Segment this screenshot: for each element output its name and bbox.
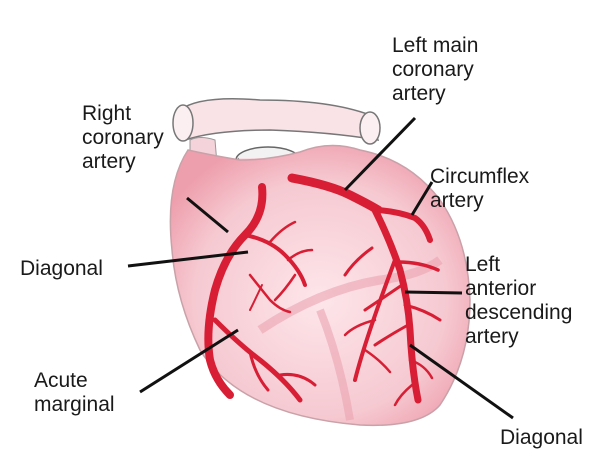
leader-lines <box>127 116 514 420</box>
label-diagonal-left: Diagonal <box>20 257 103 280</box>
leader-right-coronary <box>186 196 229 234</box>
coronary-arteries <box>204 173 442 407</box>
leader-diagonal-left <box>127 250 249 268</box>
lad-artery <box>371 206 422 404</box>
leader-acute-marginal <box>139 328 239 394</box>
leader-circumflex <box>410 181 434 216</box>
label-diagonal-bottom: Diagonal <box>500 426 583 449</box>
acute-marginal-branch <box>212 317 303 403</box>
label-left-main-coronary-artery: Left main coronary artery <box>392 34 479 105</box>
leader-lad <box>404 290 463 295</box>
label-circumflex-artery: Circumflex artery <box>430 165 530 212</box>
heart-body <box>169 144 471 427</box>
diagonal-left-branch <box>243 233 307 287</box>
right-coronary-artery <box>204 183 267 399</box>
left-main-artery <box>287 173 383 215</box>
leader-diagonal-bottom <box>409 343 514 420</box>
diagonal-right-branch <box>353 258 397 382</box>
circumflex-artery <box>375 207 433 243</box>
label-left-anterior-descending-artery: Left anterior descending artery <box>465 253 573 348</box>
label-acute-marginal: Acute marginal <box>34 369 115 416</box>
label-right-coronary-artery: Right coronary artery <box>82 102 164 173</box>
leader-left-main <box>343 116 417 192</box>
